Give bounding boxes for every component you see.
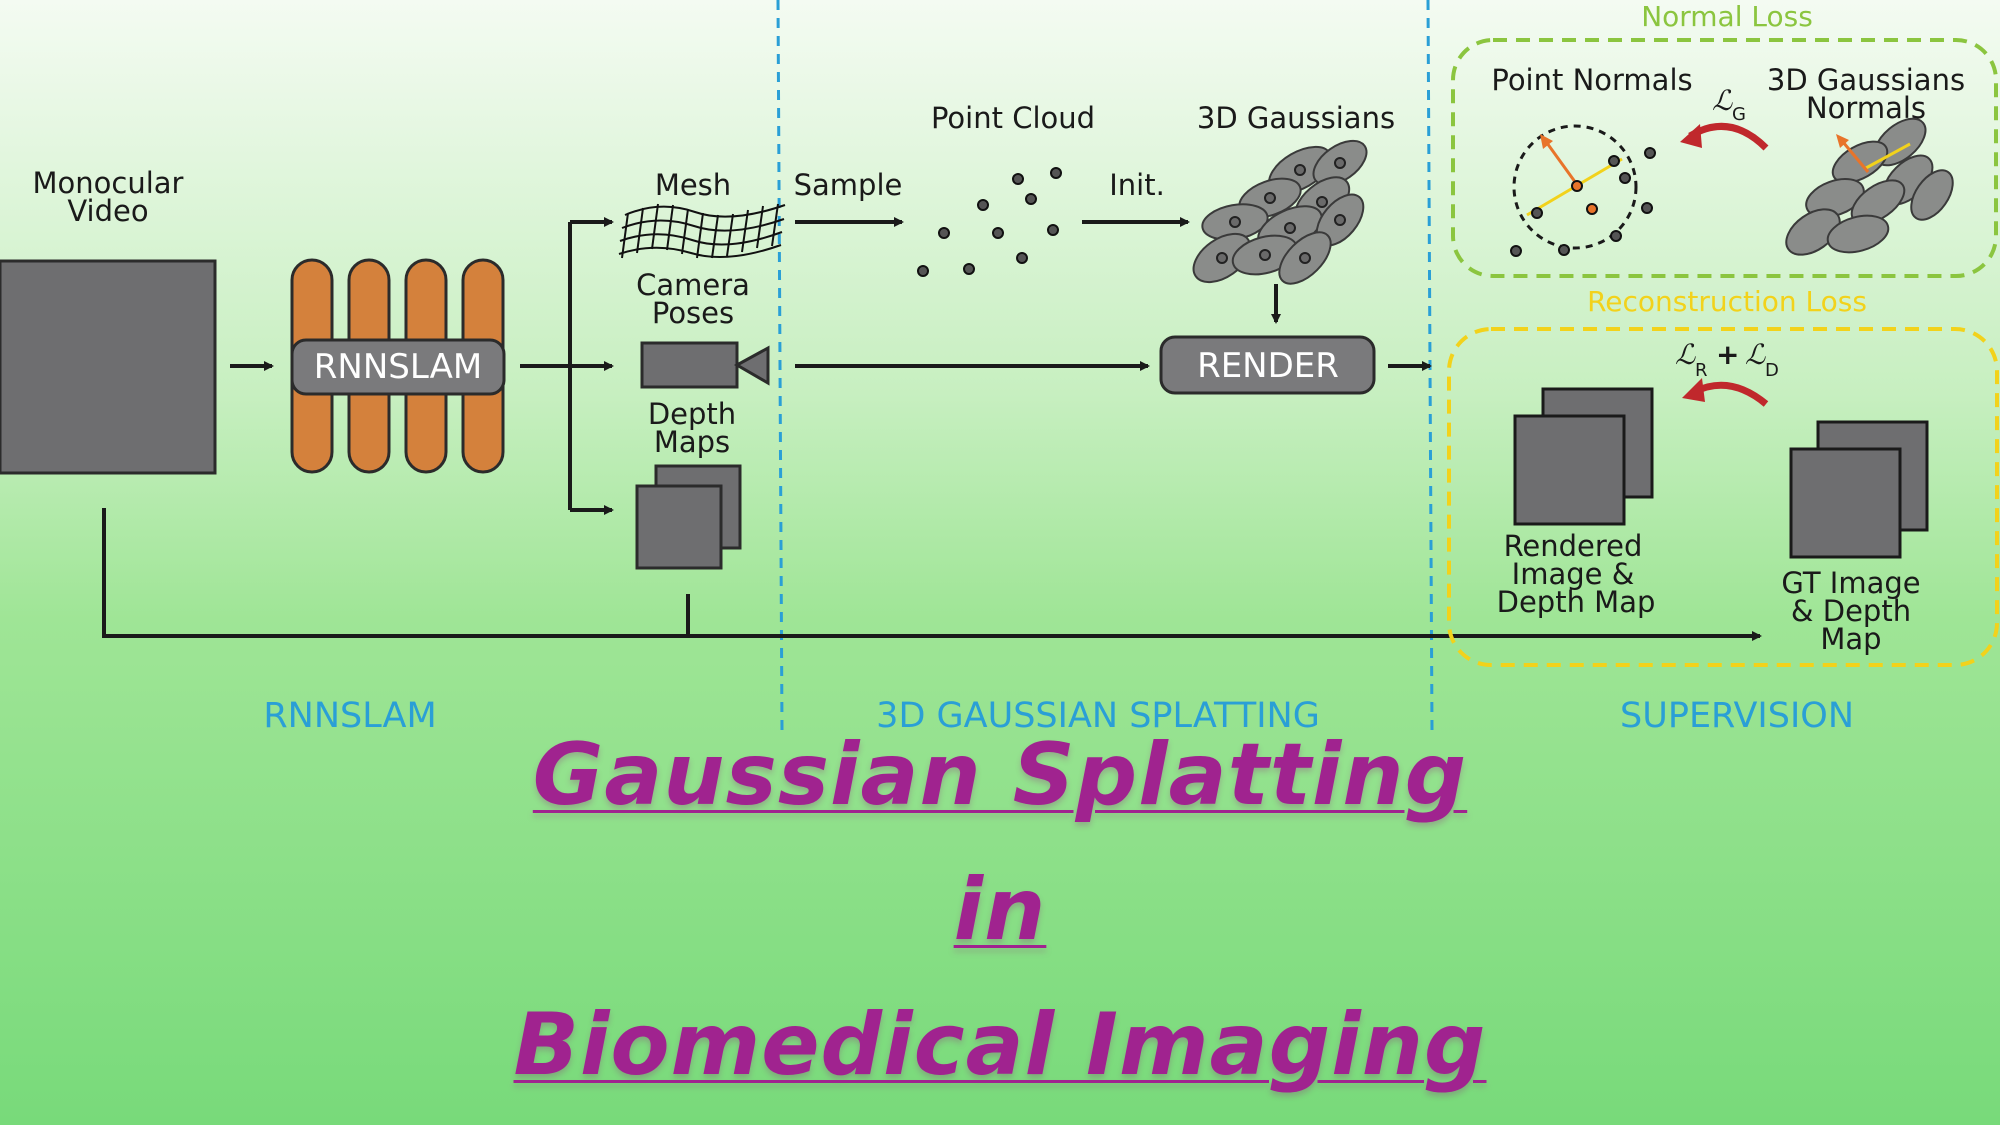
point-normals-icon bbox=[1510, 124, 1656, 257]
render-label: RENDER bbox=[1197, 346, 1339, 386]
gaussian-centers bbox=[1216, 157, 1346, 264]
camera-icon bbox=[640, 341, 770, 389]
camera-poses-label: Camera bbox=[636, 268, 750, 302]
section-label-rnnslam: RNNSLAM bbox=[263, 696, 436, 736]
render-box bbox=[1159, 335, 1376, 395]
loss-g-subscript: G bbox=[1732, 104, 1746, 125]
mesh-icon bbox=[618, 203, 786, 259]
bottom-connector bbox=[102, 508, 1762, 641]
section-divider-1 bbox=[776, 0, 784, 731]
rnnslam-label-box bbox=[290, 338, 506, 396]
monocular-video-label-2: Video bbox=[67, 194, 148, 228]
gaussian-normal-arrow bbox=[1836, 134, 1911, 173]
title-line-1: Gaussian Splatting bbox=[532, 725, 1468, 825]
normal-loss-title: Normal Loss bbox=[1641, 0, 1813, 33]
title-line-3: Biomedical Imaging bbox=[513, 995, 1487, 1095]
gt-image-label-2: & Depth bbox=[1791, 594, 1911, 628]
title-line-2: in bbox=[953, 860, 1047, 960]
loss-d-subscript: D bbox=[1765, 360, 1779, 381]
rendered-image-label: Rendered bbox=[1504, 529, 1643, 563]
loss-d-symbol: ℒ bbox=[1745, 338, 1766, 371]
monocular-video-label: Monocular bbox=[33, 166, 184, 200]
rnnslam-block: RNNSLAM bbox=[290, 258, 506, 474]
normal-loss-box bbox=[1451, 38, 1998, 278]
gaussian-normals-label: 3D Gaussians bbox=[1767, 63, 1965, 97]
rnnslam-box-label: RNNSLAM bbox=[314, 347, 482, 387]
branch-arrows bbox=[520, 217, 614, 515]
point-cloud-label: Point Cloud bbox=[931, 101, 1095, 135]
point-cloud-icon bbox=[917, 167, 1062, 277]
gaussian-normals-icon bbox=[1785, 117, 1954, 256]
monocular-video-frame bbox=[0, 259, 217, 475]
gt-image-label: GT Image bbox=[1781, 566, 1920, 600]
depth-maps-label: Depth bbox=[648, 397, 736, 431]
section-label-supervision: SUPERVISION bbox=[1620, 696, 1854, 736]
normal-loss-arrow bbox=[1680, 122, 1769, 151]
camera-poses-label-2: Poses bbox=[652, 296, 734, 330]
mesh-label: Mesh bbox=[655, 168, 731, 202]
init-label: Init. bbox=[1109, 168, 1165, 202]
section-label-gaussian-splatting: 3D GAUSSIAN SPLATTING bbox=[876, 696, 1320, 736]
depth-maps-label-2: Maps bbox=[654, 425, 730, 459]
gt-image-label-3: Map bbox=[1820, 622, 1881, 656]
reconstruction-loss-box bbox=[1447, 327, 1999, 667]
loss-r-subscript: R bbox=[1695, 360, 1708, 381]
loss-r-symbol: ℒ bbox=[1675, 338, 1696, 371]
gaussians-label: 3D Gaussians bbox=[1197, 101, 1395, 135]
rendered-image-label-3: Depth Map bbox=[1497, 585, 1656, 619]
rendered-image-label-2: Image & bbox=[1512, 557, 1635, 591]
gaussians-cluster-icon bbox=[1192, 139, 1368, 285]
reconstruction-loss-title: Reconstruction Loss bbox=[1587, 285, 1867, 318]
gt-image-stack-icon bbox=[1789, 420, 1929, 559]
sample-label: Sample bbox=[794, 168, 903, 202]
loss-g-symbol: ℒ bbox=[1712, 84, 1733, 117]
rendered-image-stack-icon bbox=[1513, 387, 1654, 526]
reconstruction-loss-arrow bbox=[1682, 378, 1769, 407]
loss-plus: + bbox=[1716, 338, 1739, 371]
point-normals-label: Point Normals bbox=[1491, 63, 1692, 97]
depth-maps-stack-icon bbox=[635, 464, 742, 570]
